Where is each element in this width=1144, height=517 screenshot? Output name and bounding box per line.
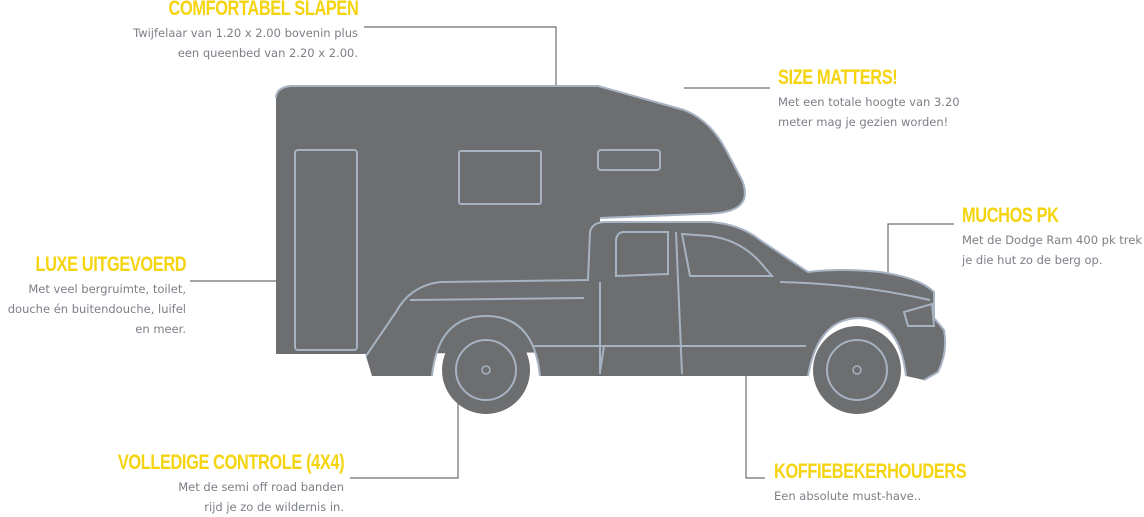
wheel-arch-front	[807, 316, 907, 377]
callout-title: KOFFIEBEKERHOUDERS	[774, 460, 967, 483]
rear-wheel	[442, 326, 530, 414]
callout-size-matters: SIZE MATTERS! Met een totale hoogte van …	[778, 65, 960, 132]
callout-luxe-uitgevoerd: LUXE UITGEVOERD Met veel bergruimte, toi…	[0, 252, 187, 339]
cab-window-front	[680, 232, 775, 277]
callout-line: Met veel bergruimte, toilet,	[28, 282, 186, 296]
callout-line: Met de semi off road banden	[178, 480, 344, 494]
camper-door	[294, 149, 358, 351]
callout-koffiebekerhouders: KOFFIEBEKERHOUDERS Een absolute must-hav…	[774, 459, 1021, 506]
leader-lines	[190, 26, 954, 479]
camper-window-small	[597, 149, 661, 171]
wheel-arch-rear	[431, 314, 541, 377]
headlight	[902, 302, 936, 327]
camper-outline	[275, 85, 746, 219]
callout-title: LUXE UITGEVOERD	[35, 253, 186, 276]
callout-text: Een absolute must-have..	[774, 486, 1021, 506]
callout-text: Twijfelaar van 1.20 x 2.00 bovenin plus …	[115, 23, 358, 63]
truck-body	[366, 222, 946, 380]
callout-text: Met de semi off road banden rijd je zo d…	[54, 477, 344, 517]
front-wheel	[813, 326, 901, 414]
hood-line	[779, 281, 931, 301]
callout-line: en meer.	[135, 322, 186, 336]
callout-text: Met een totale hoogte van 3.20 meter mag…	[778, 92, 960, 132]
callout-volledige-controle: VOLLEDIGE CONTROLE (4X4) Met de semi off…	[54, 450, 345, 517]
cab-window-rear	[615, 231, 669, 278]
truck-details	[275, 85, 947, 381]
camper-window-large	[458, 150, 542, 205]
bed-line	[409, 297, 585, 301]
cab-door-line	[599, 231, 683, 375]
callout-line: Een absolute must-have..	[774, 489, 922, 503]
callout-line: een queenbed van 2.20 x 2.00.	[177, 46, 358, 60]
callout-line: meter mag je gezien worden!	[778, 115, 949, 129]
callout-line: rijd je zo de wildernis in.	[204, 500, 344, 514]
rocker-line	[534, 345, 806, 373]
callout-line: douche én buitendouche, luifel	[7, 302, 186, 316]
callout-line: Twijfelaar van 1.20 x 2.00 bovenin plus	[133, 26, 358, 40]
leader-line-4x4	[350, 398, 459, 479]
callout-line: je die hut zo de berg op.	[962, 253, 1103, 267]
camper-cabin	[276, 86, 745, 354]
callout-text: Met de Dodge Ram 400 pk trek je die hut …	[962, 230, 1142, 270]
leader-line-koffie	[745, 372, 765, 479]
body-crease	[365, 221, 947, 381]
callout-title: COMFORTABEL SLAPEN	[168, 0, 358, 20]
callout-line: Met een totale hoogte van 3.20	[778, 95, 960, 109]
callout-text: Met veel bergruimte, toilet, douche én b…	[0, 279, 186, 339]
callout-title: VOLLEDIGE CONTROLE (4X4)	[117, 451, 345, 474]
callout-muchos-pk: MUCHOS PK Met de Dodge Ram 400 pk trek j…	[962, 203, 1142, 270]
leader-line-pk	[887, 223, 954, 278]
callout-title: MUCHOS PK	[962, 204, 1059, 227]
callout-comfortabel-slapen: COMFORTABEL SLAPEN Twijfelaar van 1.20 x…	[115, 0, 358, 63]
leader-line-slapen	[364, 26, 557, 90]
callout-line: Met de Dodge Ram 400 pk trek	[962, 233, 1142, 247]
callout-title: SIZE MATTERS!	[778, 66, 898, 89]
